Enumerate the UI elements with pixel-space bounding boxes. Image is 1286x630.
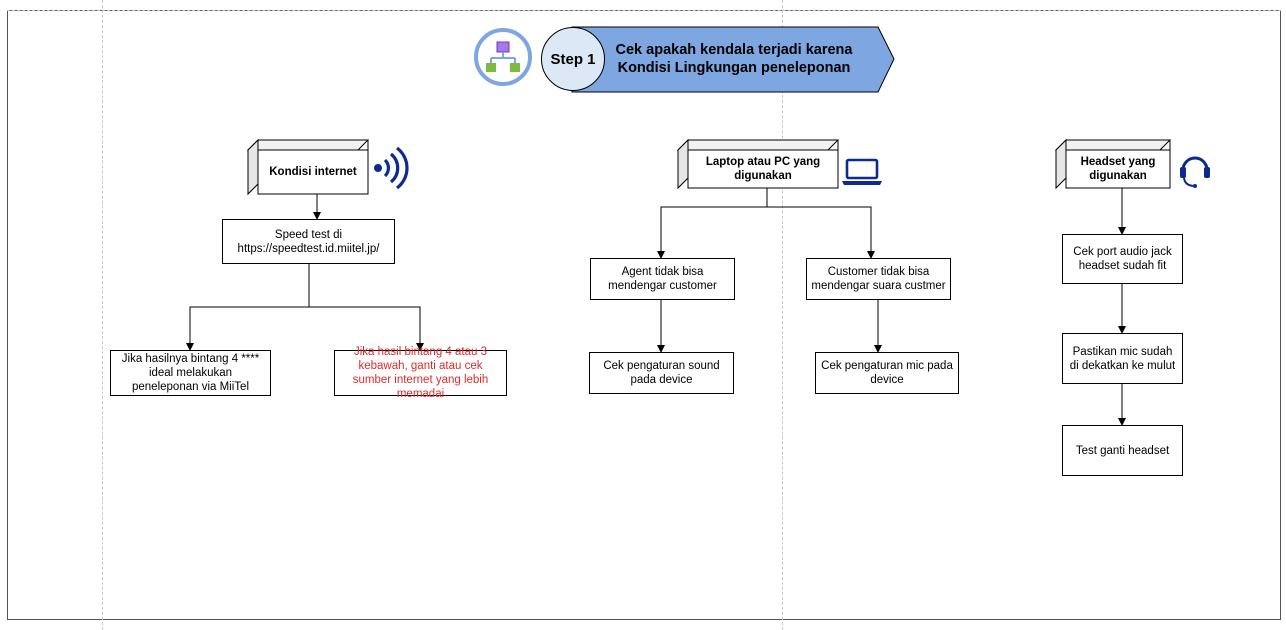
step-label: Step 1	[550, 50, 596, 68]
step-title: Cek apakah kendala terjadi karena Kondis…	[615, 42, 853, 76]
cube-headset	[1054, 138, 1172, 190]
agent-issue-box: Agent tidak bisa mendengar customer	[590, 258, 735, 300]
speed-test-box: Speed test di https://speedtest.id.miite…	[222, 219, 395, 264]
cube-kondisi-internet	[246, 138, 370, 196]
outcome-poor-box: Jika hasil bintang 4 atau 3 kebawah, gan…	[334, 346, 507, 400]
cube-label-internet: Kondisi internet	[269, 166, 357, 178]
check-audio-jack-box: Cek port audio jack headset sudah fit	[1062, 234, 1183, 284]
connectors-laptop	[657, 188, 882, 353]
step-number-badge: Step 1	[541, 27, 605, 91]
cube-label-laptop: Laptop atau PC yang digunakan	[705, 156, 821, 182]
connectors-internet	[186, 194, 424, 351]
page-guide-center	[782, 0, 783, 630]
check-mic-box: Cek pengaturan mic pada device	[815, 352, 959, 394]
cube-laptop-pc	[676, 138, 840, 190]
headset-icon	[1180, 156, 1210, 188]
cube-label-headset: Headset yang digunakan	[1080, 156, 1156, 182]
page-top-guide	[7, 10, 1281, 11]
mic-position-box: Pastikan mic sudah di dekatkan ke mulut	[1062, 333, 1183, 384]
network-diagram-icon	[474, 28, 532, 86]
wifi-signal-icon	[374, 146, 409, 190]
replace-headset-box: Test ganti headset	[1062, 425, 1183, 476]
check-sound-box: Cek pengaturan sound pada device	[589, 352, 734, 394]
outcome-ideal-box: Jika hasilnya bintang 4 **** ideal melak…	[110, 350, 271, 396]
laptop-icon	[842, 158, 882, 185]
customer-issue-box: Customer tidak bisa mendengar suara cust…	[806, 258, 951, 300]
page-guide-left	[102, 0, 103, 630]
